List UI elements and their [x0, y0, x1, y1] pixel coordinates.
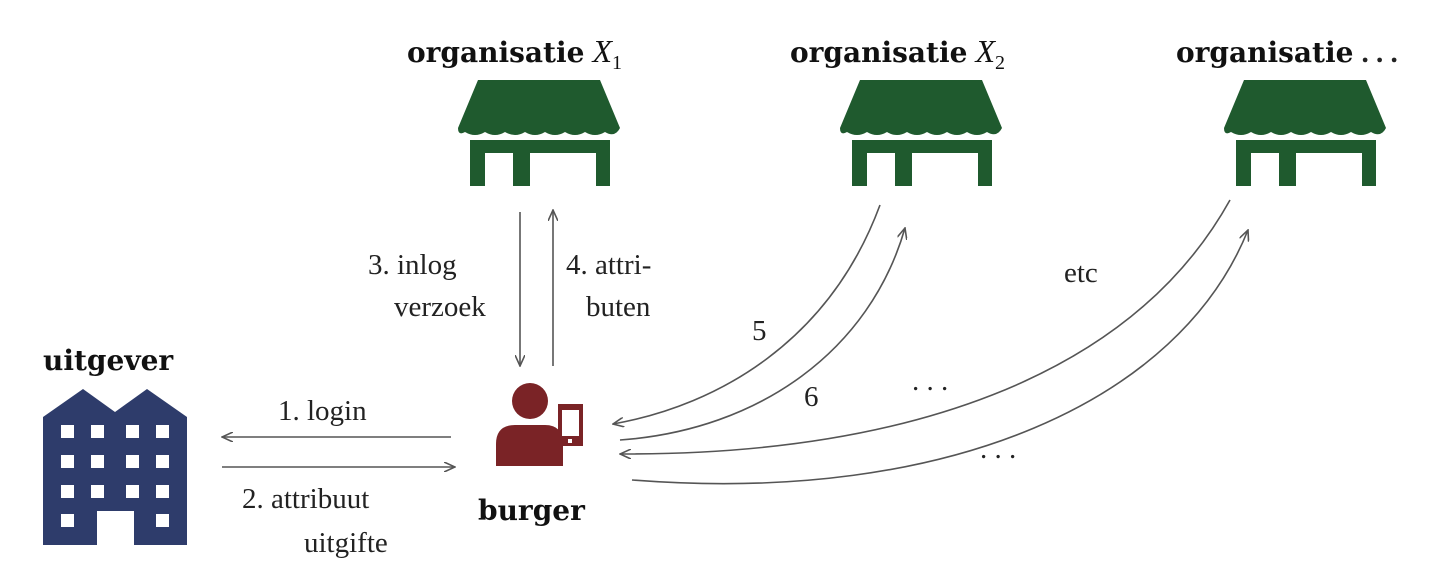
label-issuance-1: 2. attribuut [242, 483, 369, 515]
label-request-2: verzoek [394, 291, 486, 323]
arrow-etc-in [620, 199, 1231, 454]
label-step5: 5 [752, 315, 767, 347]
label-etc: etc [1064, 257, 1098, 289]
arrow-step6 [619, 228, 905, 441]
issuer-title: uitgever [43, 344, 174, 377]
building-icon [43, 389, 187, 545]
label-attributes-2: buten [586, 291, 651, 323]
label-request-1: 3. inlog [368, 249, 457, 281]
store-icon-org1 [458, 80, 620, 188]
store-icon-org2 [840, 80, 1002, 188]
label-dots-1: . . . [912, 365, 948, 397]
citizen-title: burger [478, 494, 586, 527]
label-dots-2: . . . [980, 433, 1016, 465]
arrow-step5 [613, 204, 881, 424]
store-icon-org3 [1224, 80, 1386, 188]
label-attributes-1: 4. attri- [566, 249, 651, 281]
label-step6: 6 [804, 381, 819, 413]
person-with-phone-icon [496, 383, 583, 466]
label-issuance-2: uitgifte [304, 527, 388, 559]
arrow-etc-out [631, 230, 1248, 485]
label-login: 1. login [278, 395, 367, 427]
org3-title: organisatie. . . [1176, 36, 1398, 69]
